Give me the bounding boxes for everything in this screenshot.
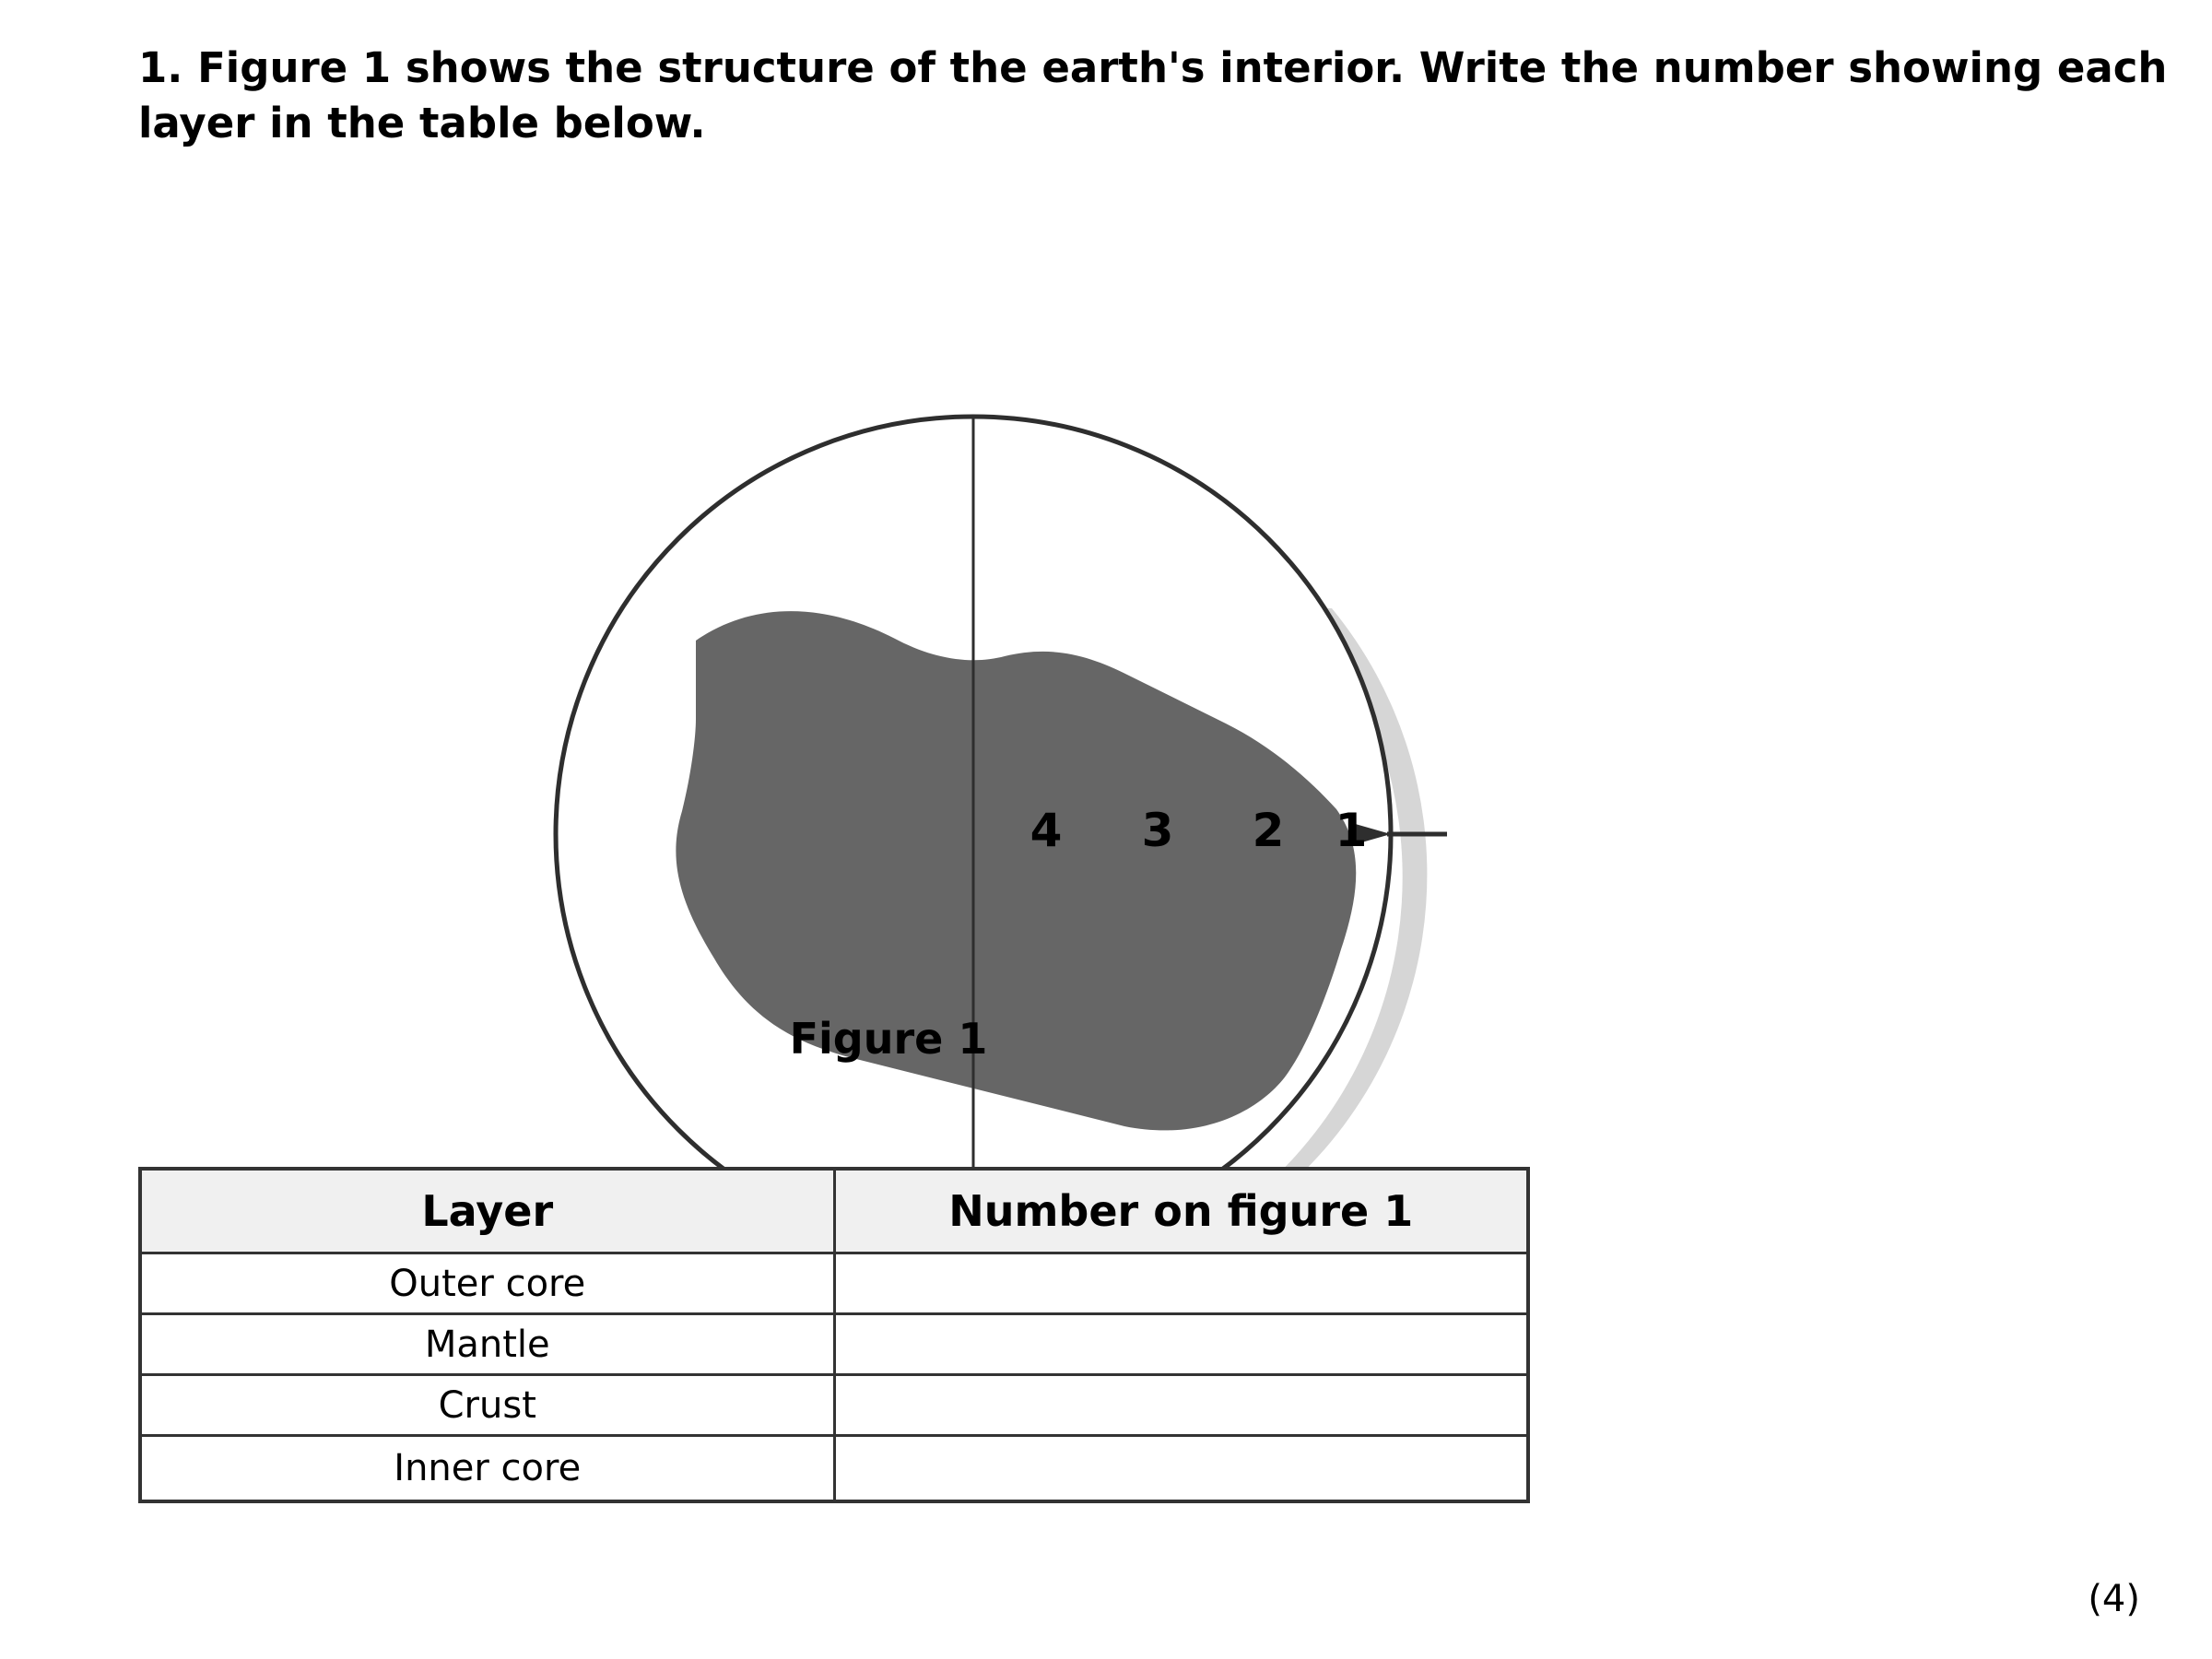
pointer-arrowhead bbox=[1352, 823, 1391, 845]
layer-number-1: 1 bbox=[1335, 804, 1368, 857]
table-row: Outer core bbox=[138, 1252, 1530, 1315]
answer-table: Layer Number on figure 1 Outer core Mant… bbox=[138, 1167, 1530, 1503]
table-row: Mantle bbox=[138, 1312, 1530, 1376]
layer-number-2: 2 bbox=[1253, 804, 1285, 857]
figure-caption: Figure 1 bbox=[790, 1014, 988, 1064]
layer-cell: Inner core bbox=[138, 1434, 836, 1503]
globe-shadow bbox=[1267, 608, 1428, 1184]
layer-number-4: 4 bbox=[1030, 804, 1063, 857]
table-row: Crust bbox=[138, 1373, 1530, 1437]
number-answer-cell[interactable] bbox=[832, 1312, 1530, 1376]
header-layer: Layer bbox=[138, 1167, 836, 1254]
layer-number-3: 3 bbox=[1142, 804, 1174, 857]
number-answer-cell[interactable] bbox=[832, 1373, 1530, 1437]
layer-cell: Mantle bbox=[138, 1312, 836, 1376]
layer-cell: Outer core bbox=[138, 1252, 836, 1315]
question-text: 1. Figure 1 shows the structure of the e… bbox=[138, 43, 2168, 147]
header-number: Number on figure 1 bbox=[832, 1167, 1530, 1254]
number-answer-cell[interactable] bbox=[832, 1434, 1530, 1503]
layer-cell: Crust bbox=[138, 1373, 836, 1437]
number-answer-cell[interactable] bbox=[832, 1252, 1530, 1315]
table-row: Inner core bbox=[138, 1434, 1530, 1503]
table-header-row: Layer Number on figure 1 bbox=[138, 1167, 1530, 1254]
marks-label: (4) bbox=[2088, 1578, 2140, 1620]
landmass-shape bbox=[676, 611, 1357, 1131]
